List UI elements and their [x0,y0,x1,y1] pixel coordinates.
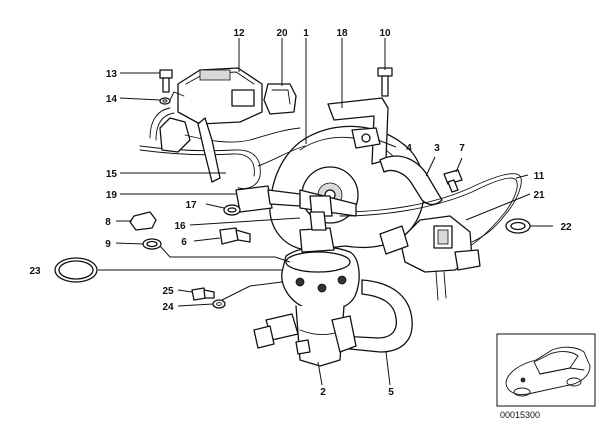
leader-4 [377,139,397,148]
leader-14 [119,97,161,101]
callout-3: 3 [434,143,440,154]
callout-23: 23 [29,266,41,277]
callout-7: 7 [459,143,465,154]
callout-5: 5 [388,387,394,398]
leader-2 [317,361,323,386]
callout-24: 24 [162,302,174,313]
callout-17: 17 [185,200,197,211]
callout-21: 21 [533,190,545,201]
callout-14: 14 [106,94,118,105]
callout-9: 9 [105,239,111,250]
diagram-reference-number: 00015300 [500,410,540,420]
leader-25 [177,289,193,293]
leader-5 [385,351,391,386]
callout-6: 6 [181,237,187,248]
leader-16 [189,217,301,226]
leader-21 [465,193,531,221]
callout-4: 4 [406,143,412,154]
callout-20: 20 [276,28,288,39]
callout-19: 19 [106,190,118,201]
callout-10: 10 [379,28,391,39]
leader-lines [98,38,553,386]
callout-12: 12 [233,28,245,39]
inset-frame [496,333,596,407]
callout-1: 1 [303,28,309,39]
leader-9b [159,245,291,263]
leader-6 [193,237,221,242]
callout-18: 18 [336,28,348,39]
callout-2: 2 [320,387,326,398]
callout-labels: 12 20 1 18 10 13 14 15 19 4 3 7 11 21 22… [29,28,572,398]
callout-11: 11 [534,171,545,182]
leader-7 [455,157,463,173]
callout-16: 16 [174,221,186,232]
car-silhouette-icon [505,346,591,397]
leader-24b [221,281,283,301]
fuel-pump-assembly-illustration [54,67,531,367]
callout-25: 25 [162,286,174,297]
callout-13: 13 [106,69,118,80]
callout-22: 22 [560,222,572,233]
vehicle-locator-inset [496,333,596,407]
leader-3 [425,156,436,177]
callout-15: 15 [106,169,118,180]
leader-24 [177,303,214,307]
leader-11 [515,174,529,179]
component-location-marker [520,377,526,383]
leader-17 [205,203,225,209]
callout-8: 8 [105,217,111,228]
leader-9 [115,242,144,245]
